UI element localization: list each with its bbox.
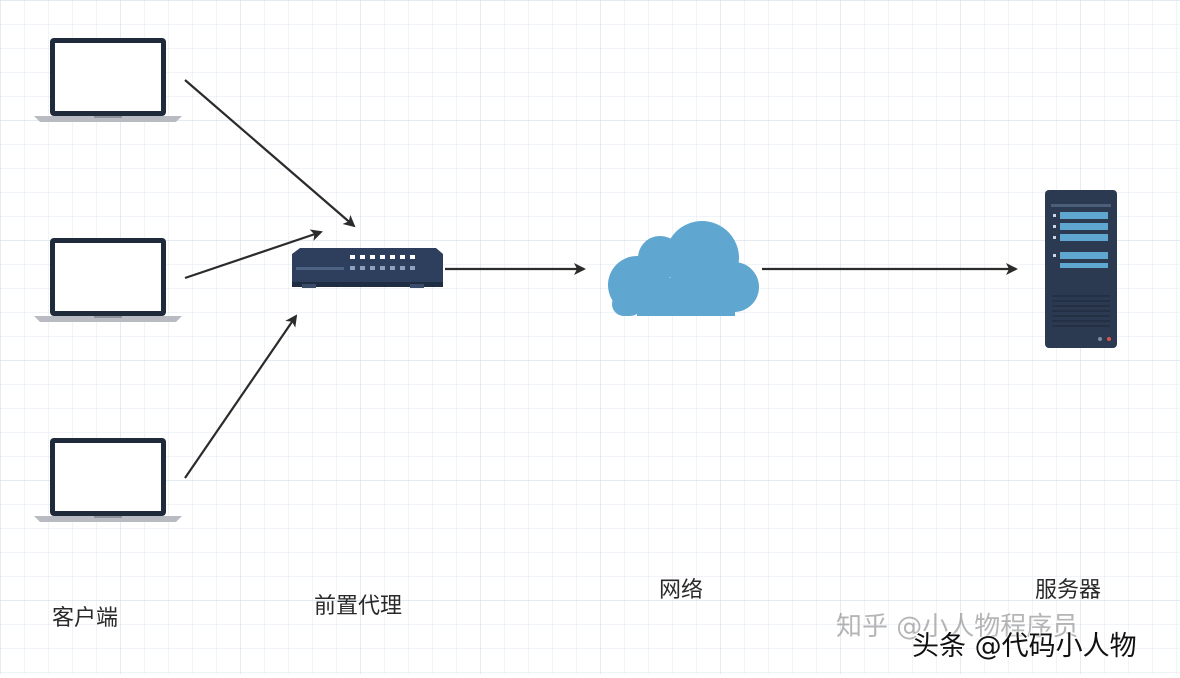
server-icon bbox=[1045, 190, 1117, 348]
label-network: 网络 bbox=[659, 578, 704, 603]
arrow-client3-to-proxy bbox=[184, 314, 298, 479]
label-clients: 客户端 bbox=[52, 606, 119, 631]
laptop-icon bbox=[34, 238, 182, 322]
arrow-client1-to-proxy bbox=[184, 79, 356, 228]
arrow-client2-to-proxy bbox=[184, 229, 323, 280]
cloud-icon bbox=[608, 221, 759, 316]
laptop-icon bbox=[34, 438, 182, 522]
watermark-zhihu: 知乎 @小人物程序员 bbox=[836, 612, 1079, 642]
laptop-icon bbox=[34, 38, 182, 122]
label-server: 服务器 bbox=[1035, 578, 1102, 603]
network-switch-icon bbox=[292, 248, 443, 288]
watermark-toutiao: 头条 @代码小人物 bbox=[912, 631, 1137, 662]
label-proxy: 前置代理 bbox=[314, 594, 403, 619]
